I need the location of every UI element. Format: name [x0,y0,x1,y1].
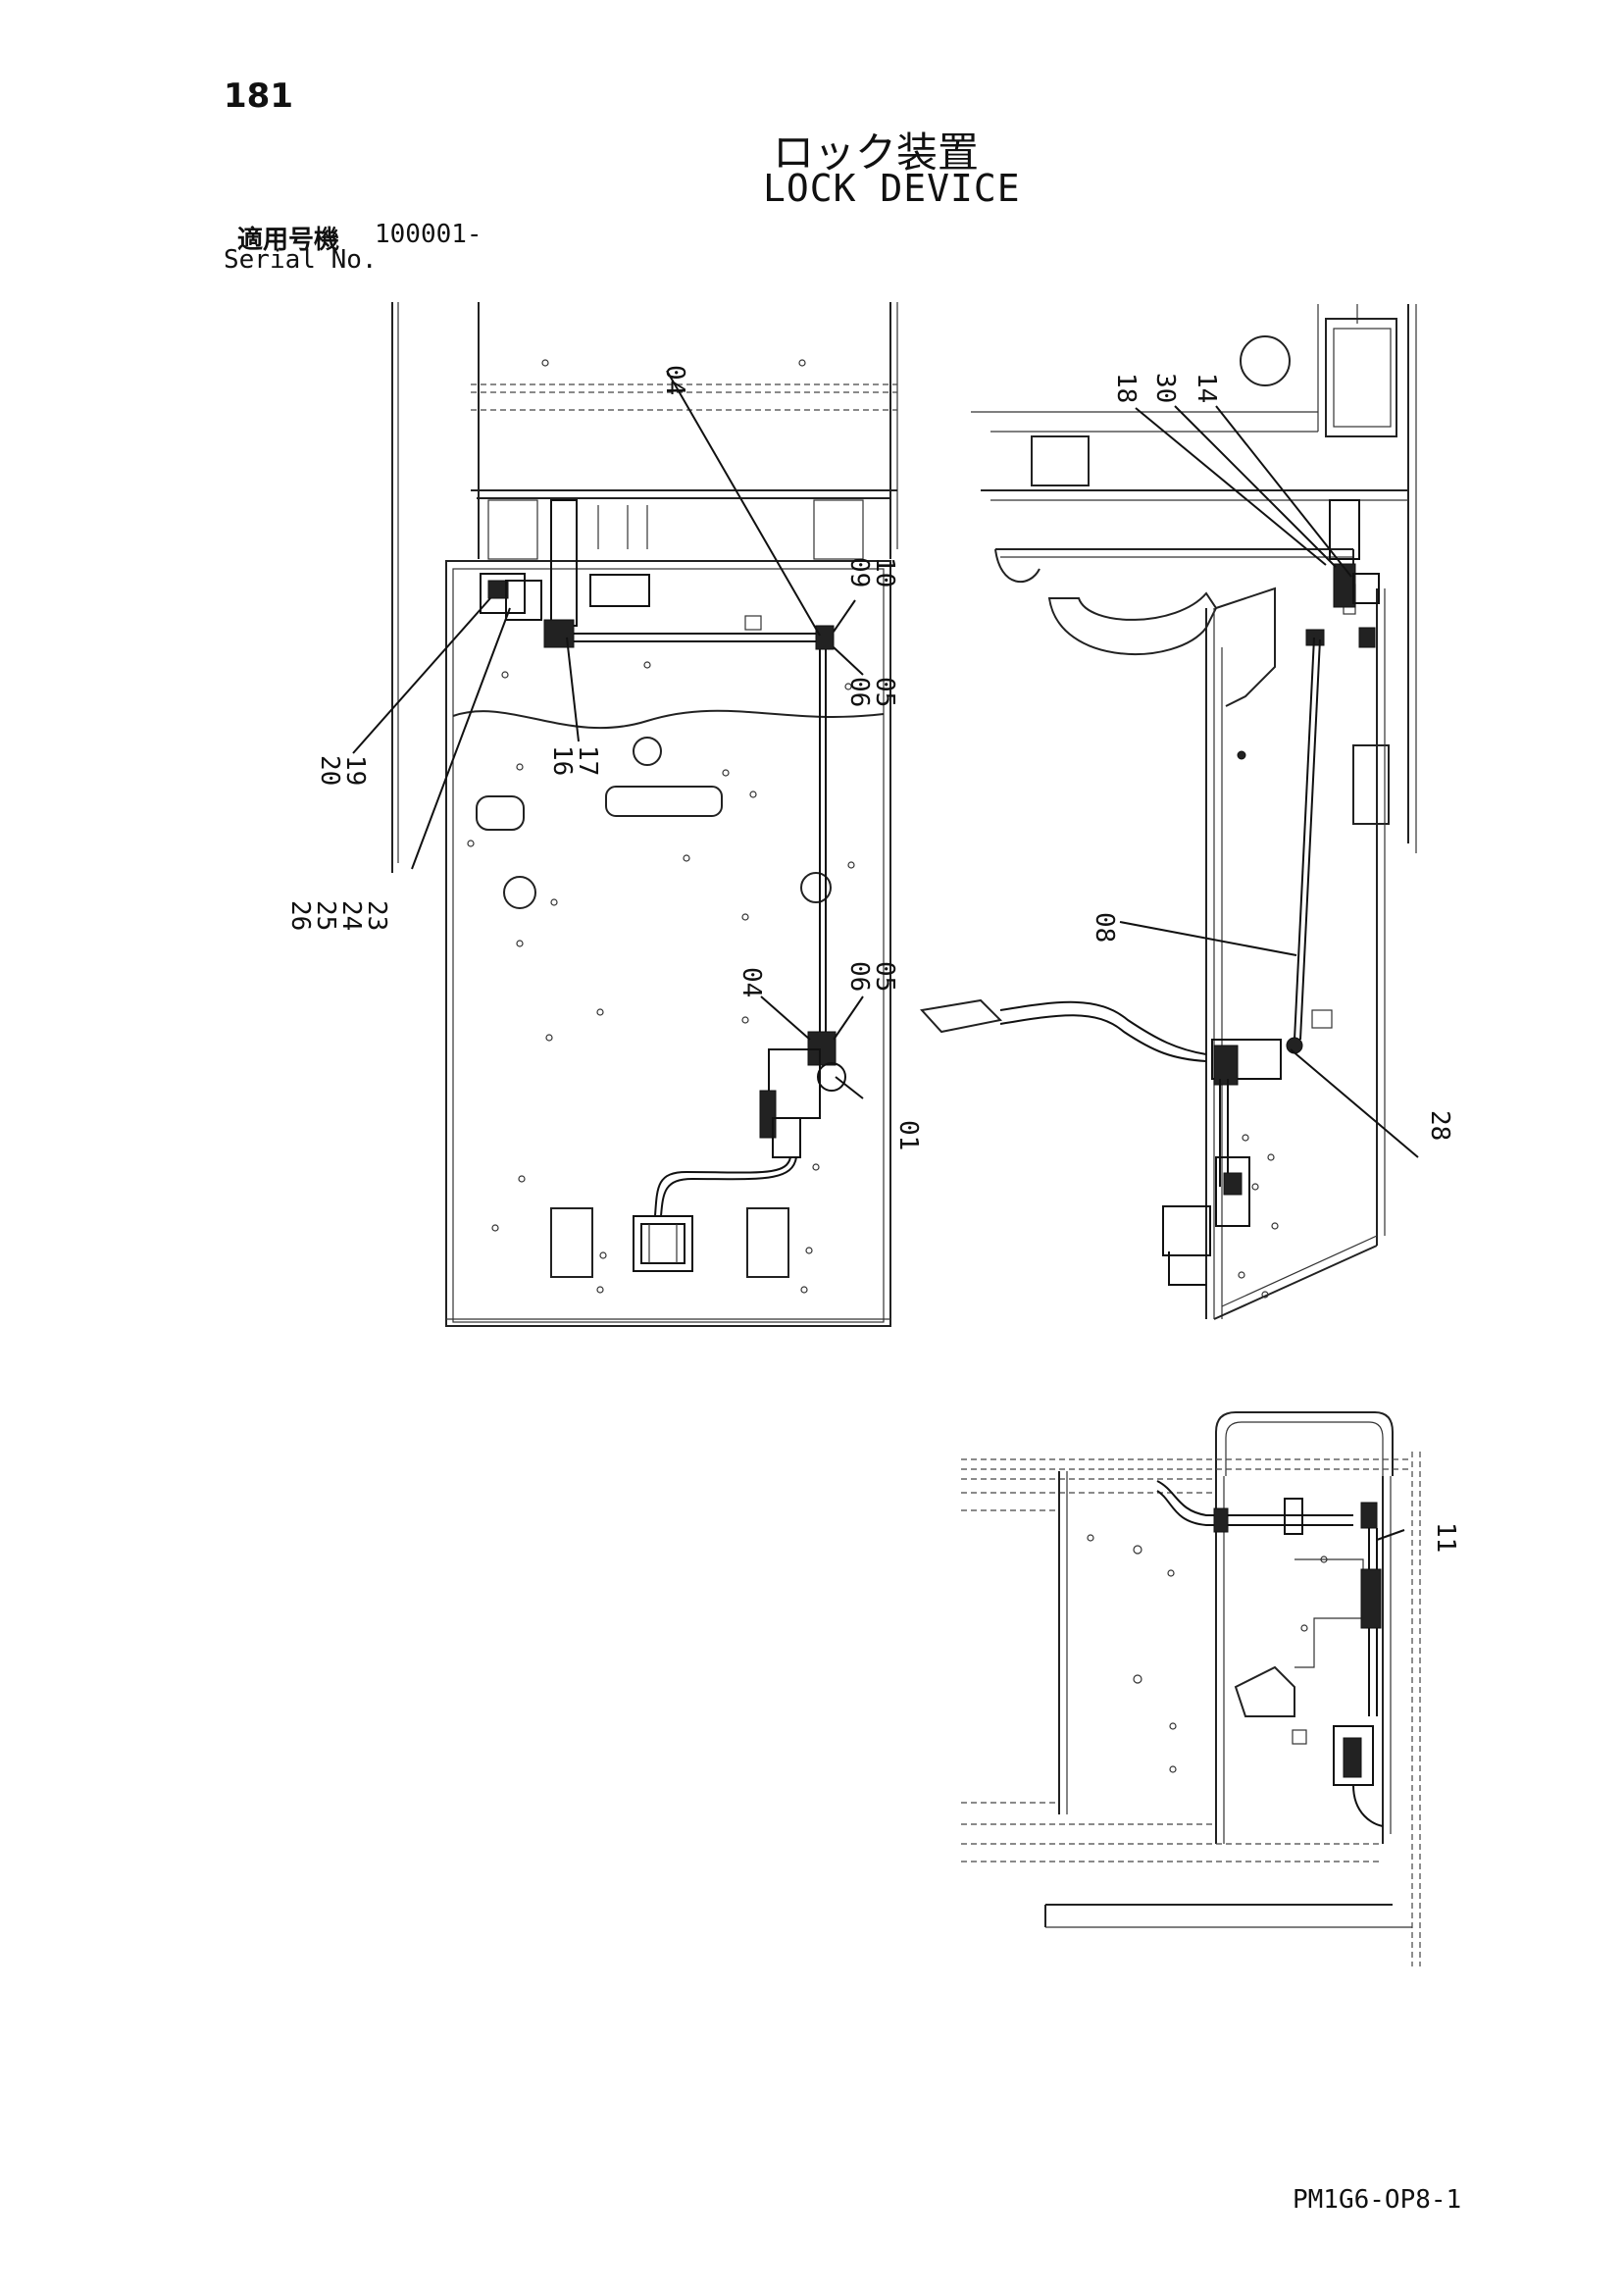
serial-label-japanese: 適用号機 [237,226,340,255]
callout-16: 16 [547,745,577,776]
callout-25: 25 [311,900,340,931]
callout-24: 24 [336,900,366,931]
callout-14: 14 [1192,373,1221,403]
serial-label-english: Serial No. [224,245,378,275]
left-view-bolt-holes [467,359,855,1294]
callout-19: 19 [340,755,370,786]
callout-04a: 04 [660,365,689,395]
bottom-right-view-frame [961,1411,1421,1966]
callout-26: 26 [285,900,315,931]
callout-05a: 05 [870,677,899,707]
callout-17: 17 [573,745,602,776]
callout-05b: 05 [870,961,899,992]
callout-30: 30 [1150,373,1180,403]
callout-08: 08 [1090,912,1119,943]
callout-20: 20 [315,755,344,786]
callout-23: 23 [362,900,391,931]
callout-06b: 06 [844,961,874,992]
callout-04b: 04 [736,967,766,997]
callout-11: 11 [1431,1522,1460,1553]
drawing-code: PM1G6-OP8-1 [1293,2185,1462,2215]
callout-09: 09 [844,557,874,587]
callout-10: 10 [870,557,899,587]
serial-number-value: 100001- [375,220,482,249]
page-title-english: LOCK DEVICE [763,167,1021,210]
page-number: 181 [224,77,293,116]
right-view-frame [920,304,1417,1320]
callout-01: 01 [893,1120,923,1150]
leader-lines [352,370,1419,1541]
callout-labels: 04 09 10 06 05 16 17 20 19 26 25 24 23 0… [285,365,1460,1553]
left-view-lock-assembly [480,499,846,1272]
callout-28: 28 [1425,1110,1454,1141]
page-title-japanese: ロック装置 [773,128,980,177]
right-view-lock-assembly [1162,499,1380,1299]
callout-06a: 06 [844,677,874,707]
callout-18: 18 [1111,373,1141,403]
left-view-frame [391,302,898,1327]
